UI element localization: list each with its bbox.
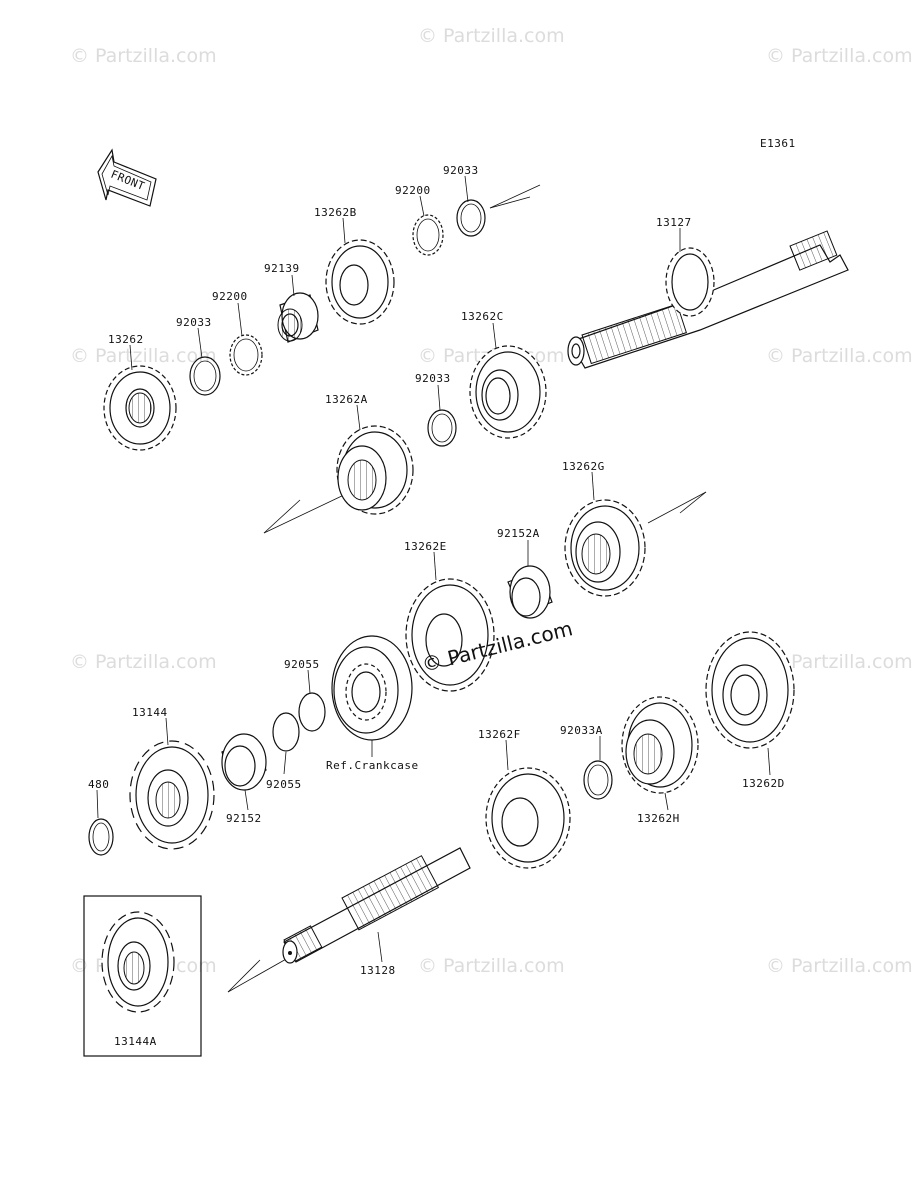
part-label: 92200 [212,290,248,303]
watermark: © Partzilla.com [418,25,565,47]
part-label: 13262 [108,333,144,346]
circlip-92033-b [456,199,486,237]
part-label: 92200 [395,184,431,197]
o-ring-92055-b [272,712,300,752]
part-label: 13262D [742,777,785,790]
part-label: 13144 [132,706,168,719]
washer-92200-b [412,214,444,256]
watermark: © Partzilla.com [766,45,913,67]
gear-13262d [705,631,795,749]
watermark: © Partzilla.com [70,651,217,673]
watermark: © Partzilla.com [70,45,217,67]
part-label: 13128 [360,964,396,977]
sprocket-13144a-box [83,895,202,1057]
watermark: © Partzilla.com [766,651,913,673]
part-label: 92152 [226,812,262,825]
circlip-480 [88,818,114,856]
gear-13262g [564,499,646,597]
circlip-92033-a [189,356,221,396]
gear-13262e [405,578,495,692]
part-label: 13262E [404,540,447,553]
bushing-92152 [221,733,267,791]
circlip-92033a [583,760,613,800]
watermark: © Partzilla.com [70,345,217,367]
ball-bearing [331,635,413,741]
watermark: © Partzilla.com [766,955,913,977]
part-label: 92033 [415,372,451,385]
leader-lines [96,175,771,963]
shaft-13128 [282,847,471,964]
part-labels: 13262 92033 92200 92139 13262B 92200 920… [88,164,785,1048]
bearing-92139 [277,292,319,343]
watermark: © Partzilla.com [418,955,565,977]
sprocket-13144 [129,740,215,850]
part-label: 92055 [284,658,320,671]
reference-note: Ref.Crankcase [326,759,419,772]
part-label: 13127 [656,216,692,229]
part-label: 92152A [497,527,540,540]
part-label: 92033 [443,164,479,177]
washer-92200-a [229,334,263,376]
shaft-13127 [567,230,849,369]
part-label: 13262G [562,460,605,473]
part-label: 13144A [114,1035,157,1048]
part-label: 480 [88,778,109,791]
part-label: 13262B [314,206,357,219]
part-label: 13262C [461,310,504,323]
front-arrow-icon: FRONT [97,148,157,207]
part-label: 92055 [266,778,302,791]
gear-13262 [103,365,177,451]
part-label: 92033A [560,724,603,737]
part-label: 92033 [176,316,212,329]
o-ring-92055-a [298,692,326,732]
circlip-92033-c [427,409,457,447]
part-label: 13262F [478,728,521,741]
gear-13262b [325,239,395,325]
part-label: 13262A [325,393,368,406]
bushing-92152a [507,565,553,619]
part-label: 92139 [264,262,300,275]
gear-13262f [485,767,571,869]
diagram-code: E1361 [760,137,796,150]
gear-13262c [469,345,547,439]
watermark: © Partzilla.com [766,345,913,367]
part-label: 13262H [637,812,680,825]
gear-13262a [336,425,414,515]
gear-13262h [621,696,699,794]
